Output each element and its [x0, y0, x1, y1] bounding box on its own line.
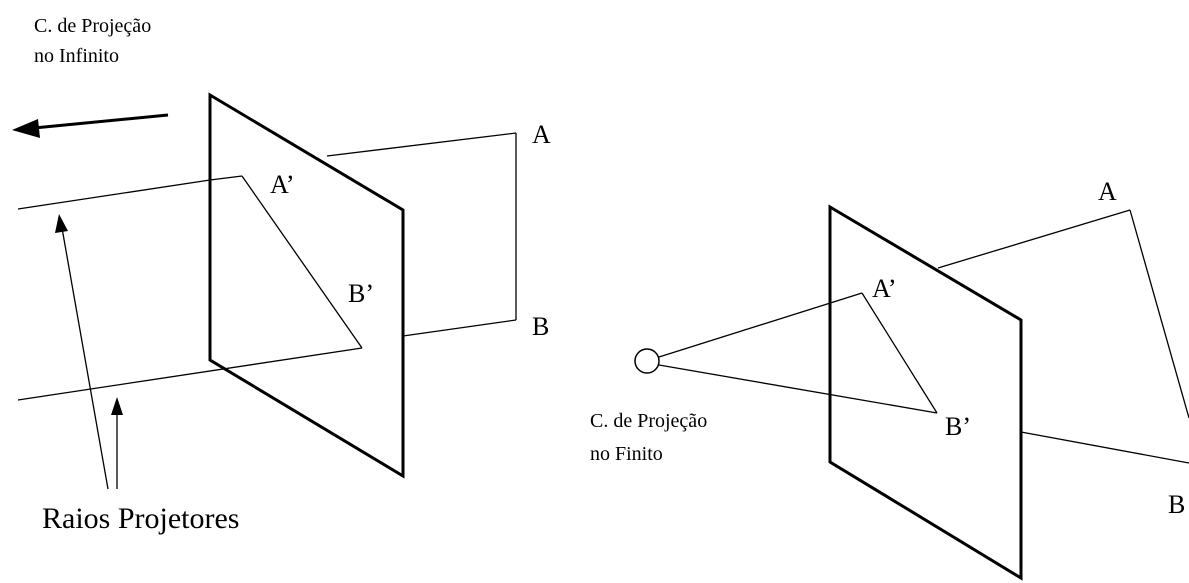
finite-center-label-line2: no Finito: [590, 443, 663, 465]
projector-ray-b: [402, 319, 517, 337]
projector-ray-b-back: [17, 347, 363, 401]
perspective-ray-b-outer: [1020, 431, 1189, 464]
projector-rays-label: Raios Projetores: [42, 502, 239, 535]
point-a-label-right: A: [1098, 177, 1117, 206]
point-a-label: A: [532, 120, 551, 149]
projector-ray-a-to-proj: [209, 175, 243, 181]
point-b-label: B: [532, 312, 549, 341]
rays-pointer-arrow-2: [111, 397, 123, 489]
point-b-proj-label: B’: [348, 279, 374, 308]
projection-plane-right: [828, 204, 1023, 581]
point-b-label-right: B: [1168, 490, 1185, 519]
projector-ray-a-back: [17, 179, 211, 210]
rays-pointer-arrow-1: [55, 214, 109, 490]
direction-to-infinity-arrow: [12, 113, 169, 138]
infinite-center-label-line2: no Infinito: [34, 45, 119, 67]
point-b-proj-label-right: B’: [945, 412, 971, 441]
object-segment-right: [1129, 209, 1189, 419]
projected-segment-right: [861, 292, 938, 414]
perspective-projection-panel: A B A’ B’ C. de Projeção no Finito: [590, 177, 1189, 581]
point-a-proj-label-right: A’: [872, 274, 897, 303]
perspective-ray-a-outer: [937, 209, 1131, 269]
finite-center-point: [634, 348, 660, 374]
parallel-projection-panel: C. de Projeção no Infinito A B A’ B’: [12, 15, 551, 535]
infinite-center-label-line1: C. de Projeção: [34, 15, 151, 37]
perspective-ray-a-inner: [658, 292, 863, 358]
finite-center-label-line1: C. de Projeção: [590, 410, 707, 432]
perspective-ray-b-inner: [658, 364, 938, 414]
projection-plane: [208, 92, 405, 479]
projected-segment-ab: [241, 175, 363, 349]
projector-ray-a: [326, 132, 517, 157]
point-a-proj-label: A’: [270, 170, 295, 199]
